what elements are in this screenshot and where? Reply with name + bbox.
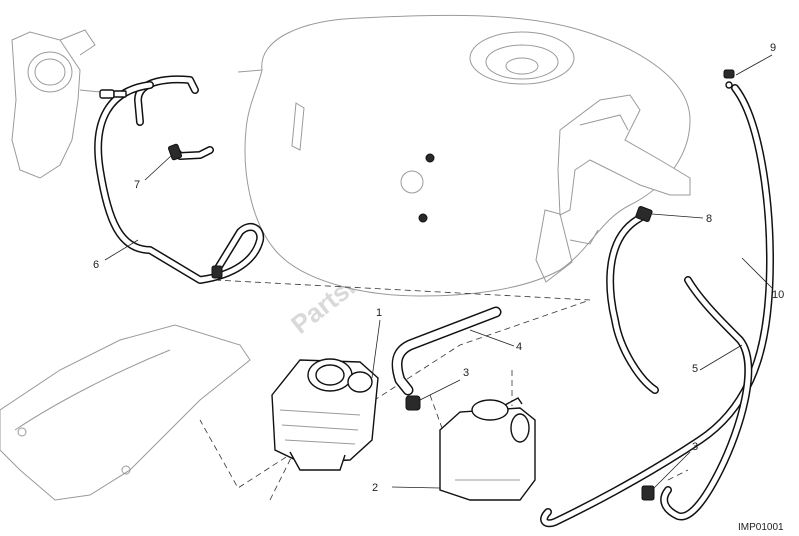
callout-labels: 1 2 3 4 5 6 7 8 9 10 3 — [93, 42, 784, 494]
callout-8: 8 — [706, 213, 712, 225]
callout-1: 1 — [376, 307, 382, 319]
callout-2: 2 — [372, 482, 378, 494]
hose-5 — [660, 276, 753, 521]
hose-10 — [540, 84, 774, 528]
callout-3-center: 3 — [463, 367, 469, 379]
hose-6 — [94, 75, 265, 284]
callout-10: 10 — [772, 289, 784, 301]
side-panel-ghost — [0, 324, 251, 501]
tank-bracket-ghost — [557, 94, 691, 216]
callout-9: 9 — [770, 42, 776, 54]
throttle-body-ghost — [11, 29, 113, 179]
hose-4 — [391, 306, 502, 396]
hose-fitting — [99, 89, 127, 99]
callout-5: 5 — [692, 363, 698, 375]
clamp-8 — [635, 206, 653, 222]
leader-lines — [104, 54, 773, 491]
callout-6: 6 — [93, 259, 99, 271]
valve-body-1 — [271, 358, 379, 471]
fuel-tank-ghost — [237, 14, 691, 297]
clamp-3-right — [641, 485, 655, 501]
clip-9 — [723, 69, 735, 89]
canister-2 — [439, 397, 536, 501]
callout-7: 7 — [134, 179, 140, 191]
clamp-3-center — [405, 395, 421, 411]
callout-4: 4 — [516, 341, 522, 353]
clamp-7 — [167, 143, 223, 279]
drawing-code: IMP01001 — [738, 522, 784, 533]
callout-3-right: 3 — [692, 441, 698, 453]
